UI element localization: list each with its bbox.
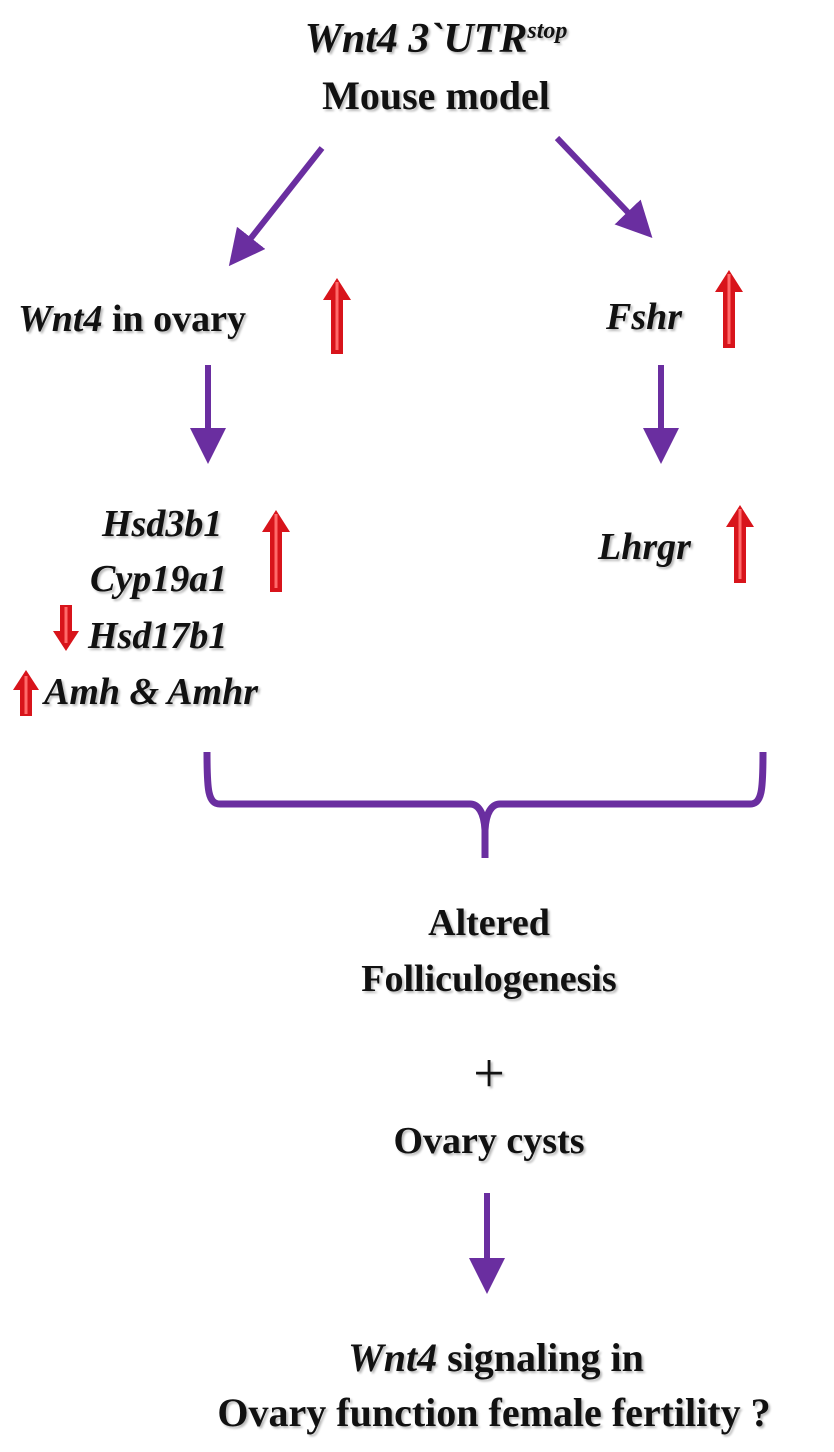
- target-amh-amhr: Amh & Amhr: [44, 671, 259, 713]
- outcome-altered: Altered: [428, 902, 550, 944]
- outcome-ovary-cysts: Ovary cysts: [393, 1120, 585, 1162]
- conclusion-line-1: Wnt4 signaling in: [348, 1338, 644, 1378]
- brace-icon: [203, 751, 767, 858]
- title-line-1: Wnt4 3`UTRstop: [305, 18, 568, 60]
- conclusion-rest: signaling in: [437, 1335, 644, 1380]
- wnt4-in-ovary-label: Wnt4 in ovary: [18, 300, 246, 338]
- up-arrow-icon: [323, 278, 351, 354]
- fshr-label: Fshr: [606, 296, 683, 338]
- up-arrow-icon: [726, 505, 754, 583]
- target-cyp19a1: Cyp19a1: [90, 558, 228, 600]
- outcome-folliculogenesis: Folliculogenesis: [361, 958, 617, 1000]
- up-arrow-icon: [262, 510, 290, 592]
- up-arrow-icon: [715, 270, 743, 348]
- plus-icon: +: [473, 1043, 505, 1105]
- lhrgr-label: Lhrgr: [598, 526, 691, 568]
- arrow-title-to-wnt4: [228, 146, 325, 267]
- down-arrow-icon: [53, 605, 79, 651]
- wnt4-rest: in ovary: [102, 298, 247, 340]
- title-superscript: stop: [527, 18, 568, 44]
- title-gene: Wnt4 3`UTR: [304, 16, 528, 62]
- conclusion-gene: Wnt4: [348, 1335, 438, 1380]
- arrow-title-to-fshr: [554, 135, 653, 239]
- target-hsd17b1: Hsd17b1: [88, 615, 228, 657]
- wnt4-gene: Wnt4: [18, 298, 103, 340]
- up-arrow-icon: [13, 670, 39, 716]
- target-hsd3b1: Hsd3b1: [102, 503, 223, 545]
- title-line-2: Mouse model: [322, 73, 550, 118]
- conclusion-line-2: Ovary function female fertility ?: [217, 1390, 771, 1435]
